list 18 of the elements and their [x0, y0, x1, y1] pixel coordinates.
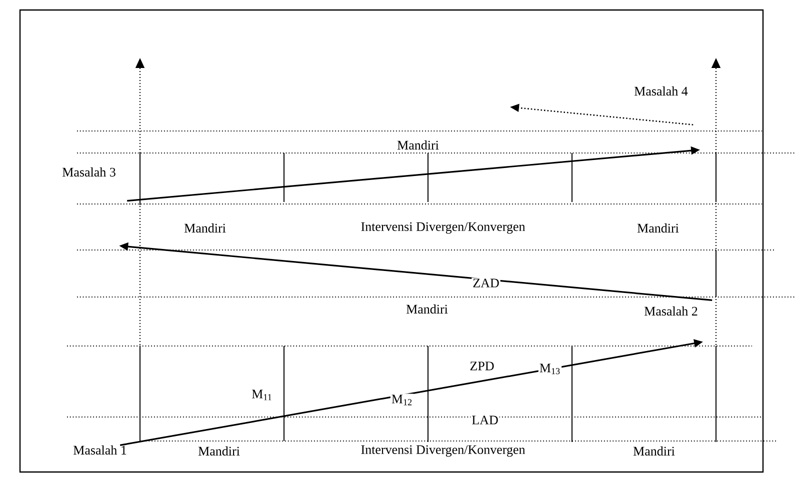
band-label: Mandiri [405, 303, 449, 315]
band-label: Mandiri [396, 139, 440, 151]
problem-label: Masalah 4 [634, 86, 688, 96]
band-label: Intervensi Divergen/Konvergen [360, 444, 526, 458]
band-label: LAD [470, 414, 500, 426]
band-label: Mandiri [632, 445, 676, 457]
problem-label: Masalah 3 [62, 167, 116, 177]
band-label: ZPD [468, 360, 496, 372]
band-label: M$_{11}$ [250, 388, 274, 402]
band-label: M$_{13}$ [538, 362, 562, 376]
band-label: Mandiri [183, 222, 227, 234]
band-label: Mandiri [197, 445, 241, 457]
band-label: M$_{12}$ [390, 394, 414, 406]
problem-label: Masalah 1 [74, 445, 126, 455]
edge-label: ZAD [472, 278, 500, 288]
band-label: Mandiri [636, 222, 680, 234]
problem-label: Masalah 2 [644, 306, 698, 316]
band-label: Intervensi Divergen/Konvergen [360, 221, 526, 235]
